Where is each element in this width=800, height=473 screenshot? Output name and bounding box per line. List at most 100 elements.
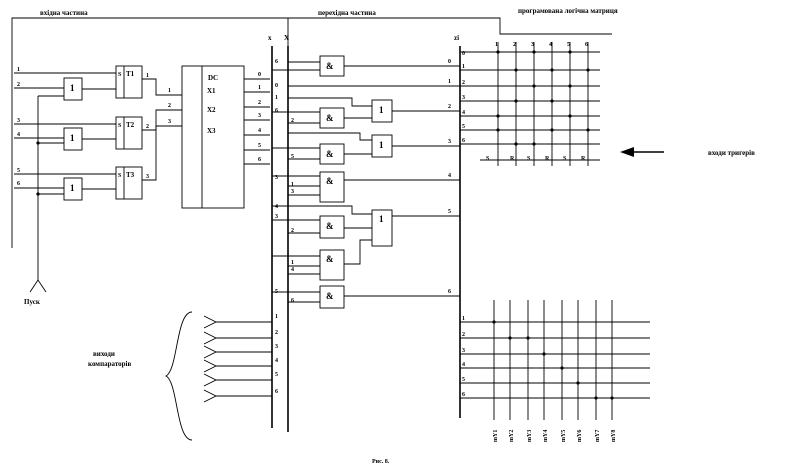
input-pin: 3 bbox=[17, 118, 20, 124]
svg-text:5: 5 bbox=[462, 377, 465, 383]
svg-text:1: 1 bbox=[448, 79, 451, 85]
matrix-top: 1 2 3 4 5 6 0 1 2 3 4 5 6 S R S R S R bbox=[460, 42, 600, 166]
trigger-t3: S T3 3 bbox=[115, 166, 149, 200]
svg-text:S: S bbox=[118, 123, 122, 129]
matrix-bottom-col-labels: mY1 mY2 mY3 mY4 mY5 mY6 mY7 mY8 bbox=[493, 430, 617, 442]
svg-text:6: 6 bbox=[275, 108, 278, 114]
svg-text:1: 1 bbox=[291, 182, 294, 188]
comparator-label-2: компараторів bbox=[88, 360, 132, 368]
svg-text:mY7: mY7 bbox=[595, 430, 601, 442]
svg-text:2: 2 bbox=[275, 330, 278, 336]
svg-text:5: 5 bbox=[567, 42, 570, 48]
svg-text:2: 2 bbox=[513, 42, 516, 48]
svg-text:1: 1 bbox=[291, 260, 294, 266]
svg-text:mY3: mY3 bbox=[527, 430, 533, 442]
svg-text:1: 1 bbox=[275, 95, 278, 101]
svg-text:6: 6 bbox=[275, 389, 278, 395]
svg-text:4: 4 bbox=[275, 358, 278, 364]
input-pin: 4 bbox=[17, 132, 20, 138]
or-gate-5: 1 bbox=[371, 209, 393, 247]
svg-text:5: 5 bbox=[448, 209, 451, 215]
svg-text:mY5: mY5 bbox=[561, 430, 567, 442]
svg-text:&: & bbox=[326, 254, 334, 264]
svg-text:3: 3 bbox=[291, 189, 294, 195]
svg-text:4: 4 bbox=[462, 362, 465, 368]
bus-X-label: X bbox=[284, 34, 289, 42]
svg-text:X2: X2 bbox=[207, 106, 216, 114]
svg-text:2: 2 bbox=[462, 80, 465, 86]
decoder-in-num: 1 bbox=[168, 88, 171, 94]
svg-text:S: S bbox=[527, 156, 531, 162]
svg-text:6: 6 bbox=[585, 42, 588, 48]
svg-text:1: 1 bbox=[495, 42, 498, 48]
matrix-bottom: 1 2 3 4 5 6 bbox=[460, 300, 650, 420]
svg-text:5: 5 bbox=[462, 124, 465, 130]
and-gate-2: & bbox=[319, 107, 345, 129]
svg-text:6: 6 bbox=[275, 59, 278, 65]
decoder-out-num: 3 bbox=[258, 113, 261, 119]
decoder-out-num: 6 bbox=[258, 157, 261, 163]
bus-x-label: x bbox=[268, 34, 272, 42]
decoder-in-num: 3 bbox=[168, 119, 171, 125]
svg-text:3: 3 bbox=[275, 344, 278, 350]
svg-text:R: R bbox=[510, 156, 515, 162]
input-pins: 1 2 3 4 5 6 bbox=[17, 67, 20, 187]
svg-text:1: 1 bbox=[379, 105, 384, 115]
svg-text:&: & bbox=[326, 176, 334, 186]
svg-text:0: 0 bbox=[275, 83, 278, 89]
trigger-inputs-label: входи тригерів bbox=[708, 149, 755, 157]
svg-text:4: 4 bbox=[291, 267, 294, 273]
svg-text:5: 5 bbox=[275, 372, 278, 378]
and-gate-3: & bbox=[319, 143, 345, 165]
svg-text:T3: T3 bbox=[126, 171, 135, 179]
svg-text:S: S bbox=[118, 173, 122, 179]
svg-text:2: 2 bbox=[448, 104, 451, 110]
transition-right-nums: 0 1 2 3 4 5 6 bbox=[448, 59, 451, 295]
svg-text:3: 3 bbox=[275, 175, 278, 181]
svg-text:0: 0 bbox=[448, 59, 451, 65]
svg-text:X1: X1 bbox=[207, 87, 216, 95]
and-gate-5a: & bbox=[319, 215, 345, 239]
svg-text:4: 4 bbox=[448, 173, 451, 179]
svg-text:6: 6 bbox=[462, 392, 465, 398]
input-or-gate-1: 1 bbox=[63, 77, 83, 101]
svg-text:T1: T1 bbox=[126, 70, 135, 78]
svg-text:3: 3 bbox=[275, 214, 278, 220]
trigger-inputs-arrow bbox=[620, 147, 664, 157]
svg-text:DC: DC bbox=[208, 74, 218, 82]
svg-text:3: 3 bbox=[531, 42, 534, 48]
svg-text:mY4: mY4 bbox=[543, 430, 549, 442]
svg-text:T2: T2 bbox=[126, 121, 135, 129]
input-section-label: вхідна частина bbox=[40, 9, 88, 17]
decoder-out-num: 5 bbox=[258, 143, 261, 149]
and-gate-5b: & bbox=[319, 249, 345, 281]
svg-text:&: & bbox=[326, 149, 334, 159]
trigger-t2: S T2 2 bbox=[115, 116, 149, 150]
or-gate-2: 1 bbox=[371, 99, 393, 123]
svg-text:R: R bbox=[581, 156, 586, 162]
svg-text:0: 0 bbox=[462, 51, 465, 57]
input-or-gate-2: 1 bbox=[63, 127, 83, 151]
svg-text:2: 2 bbox=[291, 118, 294, 124]
svg-text:1: 1 bbox=[70, 183, 75, 193]
svg-text:&: & bbox=[326, 113, 334, 123]
svg-text:mY8: mY8 bbox=[611, 430, 617, 442]
svg-text:3: 3 bbox=[462, 348, 465, 354]
bus-z-label: zi bbox=[454, 34, 459, 42]
comparator-inputs: 1 2 3 4 5 6 bbox=[165, 311, 278, 441]
svg-text:mY1: mY1 bbox=[493, 430, 499, 442]
transition-section-label: перехідна частина bbox=[318, 9, 376, 17]
decoder-in-num: 2 bbox=[168, 103, 171, 109]
svg-text:2: 2 bbox=[462, 332, 465, 338]
decoder-out-num: 1 bbox=[258, 85, 261, 91]
start-label: Пуск bbox=[24, 298, 41, 306]
svg-text:&: & bbox=[326, 61, 334, 71]
and-gate-4: & bbox=[319, 171, 345, 203]
decoder-out-num: 4 bbox=[258, 128, 261, 134]
input-pin: 6 bbox=[17, 181, 20, 187]
comparator-label-1: виходи bbox=[93, 350, 115, 358]
input-pin: 5 bbox=[17, 168, 20, 174]
svg-text:S: S bbox=[486, 156, 490, 162]
matrix-section-label: програмована логічна матриця bbox=[518, 7, 618, 15]
